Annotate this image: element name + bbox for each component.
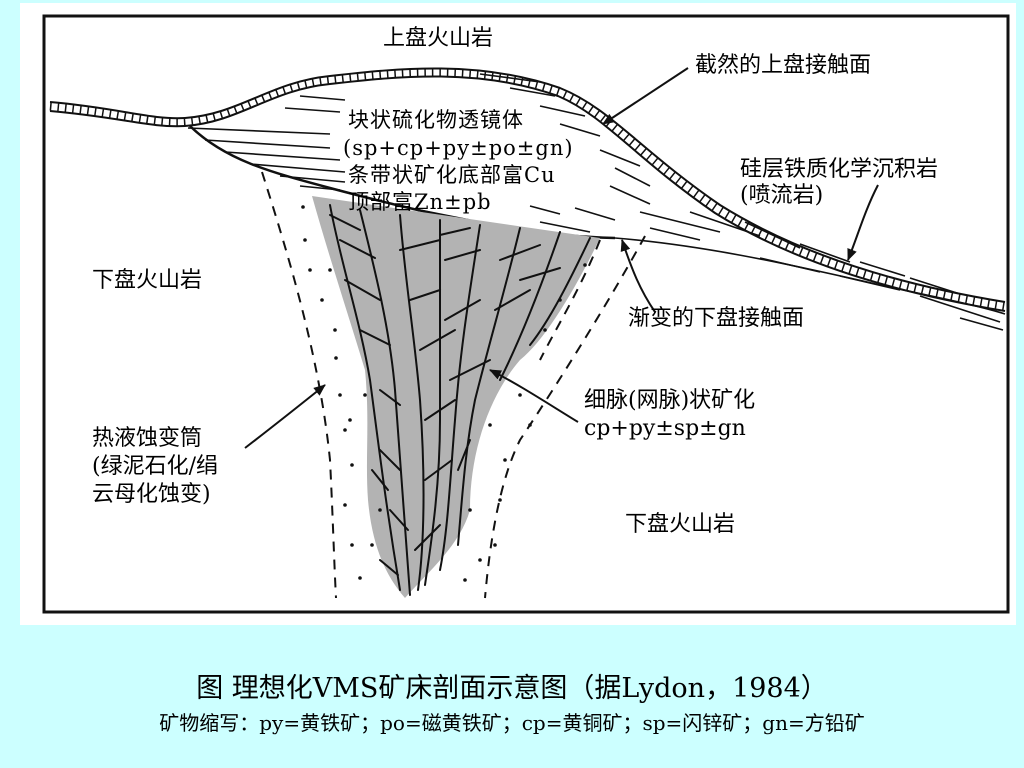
- arrow-alteration-pipe: [244, 384, 326, 449]
- hanging-wall-label: 上盘火山岩: [383, 26, 494, 51]
- sediment-label: 硅层铁质化学沉积岩: [740, 157, 939, 182]
- footwall-left-label: 下盘火山岩: [92, 268, 203, 293]
- silica-iron-sediment: [614, 211, 1006, 331]
- figure-caption: 图 理想化VMS矿床剖面示意图（据Lydon，1984）: [196, 673, 828, 704]
- massive-lens-top: 顶部富Zn±pb: [348, 190, 492, 214]
- stockwork-label: 细脉(网脉)状矿化: [584, 388, 756, 413]
- sharp-contact-label: 截然的上盘接触面: [695, 53, 872, 78]
- alteration-pipe-sub1: (绿泥石化/绢: [92, 454, 218, 479]
- alteration-pipe-sub2: 云母化蚀变): [92, 482, 211, 507]
- alteration-pipe-boundary: [261, 171, 646, 599]
- sediment-label-sub: (喷流岩): [740, 183, 824, 208]
- arrow-stockwork: [489, 369, 579, 423]
- mineral-abbreviations: 矿物缩写：py=黄铁矿；po=磁黄铁矿；cp=黄铜矿；sp=闪锌矿；gn=方铅矿: [159, 711, 865, 735]
- arrow-sediment: [847, 184, 879, 261]
- gradational-contact-label: 渐变的下盘接触面: [628, 306, 805, 331]
- stockwork-veins: [329, 204, 591, 596]
- arrow-gradational-contact: [620, 239, 656, 313]
- massive-lens-banding: 条带状矿化底部富Cu: [348, 163, 556, 187]
- arrow-sharp-contact: [602, 67, 689, 125]
- alteration-pipe-label: 热液蚀变筒: [92, 426, 203, 451]
- label-arrows: [244, 67, 879, 449]
- massive-lens-minerals: (sp+cp+py±po±gn): [343, 136, 574, 160]
- massive-lens-title: 块状硫化物透镜体: [348, 108, 524, 132]
- footwall-right-label: 下盘火山岩: [625, 512, 736, 537]
- alteration-dots: [301, 205, 587, 582]
- stockwork-minerals: cp+py±sp±gn: [584, 416, 746, 441]
